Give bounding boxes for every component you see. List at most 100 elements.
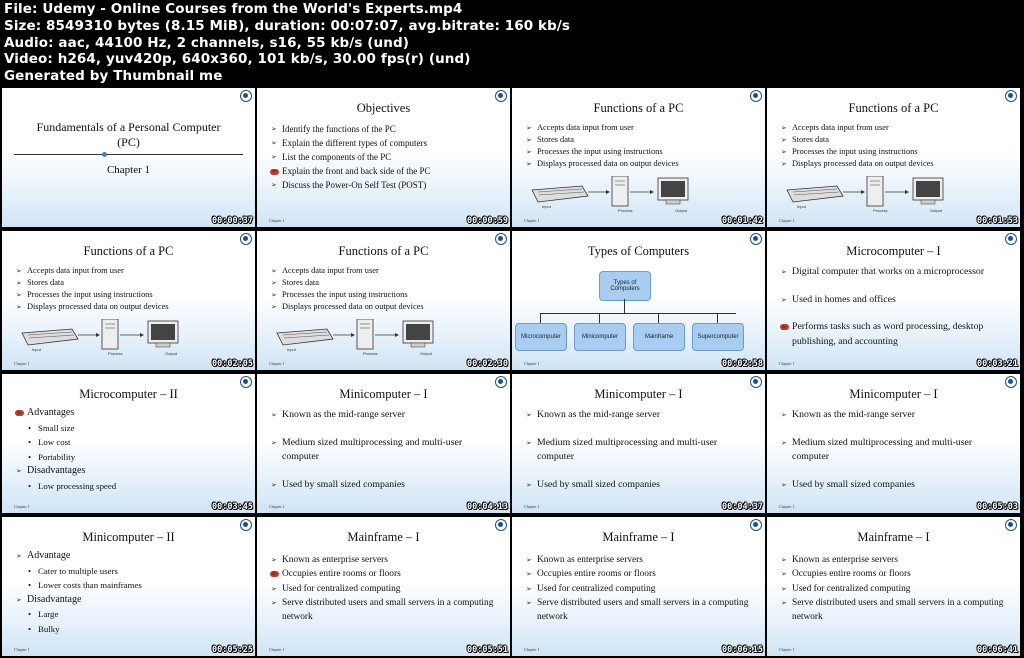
keyboard-icon — [786, 185, 844, 203]
bullet-text: Explain the front and back side of the P… — [282, 166, 431, 176]
slide-title: Types of Computers — [587, 244, 690, 258]
bullet-item: Accepts data input from user — [16, 265, 245, 277]
bullet-item: Medium sized multiprocessing and multi-u… — [526, 436, 755, 465]
bullet-item: Explain the front and back side of the P… — [270, 164, 500, 178]
slide-footer-left: Chapter 1 — [14, 361, 30, 366]
slide-footer-right: Slide 3 of 23 — [724, 218, 745, 223]
bullet-item: Used by small sized companies — [781, 478, 1010, 493]
slide-title: Minicomputer – I — [849, 387, 938, 401]
slide-footer-right: Slide 4 of 23 — [724, 361, 745, 366]
bullet-text: List the components of the PC — [282, 152, 392, 162]
timestamp-label: 00:00:37 — [212, 216, 253, 226]
slide-footer-right: Slide 3 of 23 — [979, 218, 1000, 223]
bullet-text: Accepts data input from user — [537, 123, 634, 132]
thumbnail: Minicomputer – IIAdvantageCater to multi… — [2, 517, 255, 656]
bullet-text: Digital computer that works on a micropr… — [792, 266, 985, 277]
bullet-text: Displays processed data on output device… — [27, 302, 169, 311]
bullet-text: Accepts data input from user — [792, 123, 889, 132]
timestamp-label: 00:05:03 — [977, 502, 1018, 512]
logo-icon — [240, 233, 252, 245]
bullet-text: Advantages — [27, 407, 75, 418]
slide-footer-right: Slide 6 of 23 — [214, 504, 235, 509]
slide-title: Functions of a PC — [338, 244, 429, 258]
thumbnail: Minicomputer – IKnown as the mid-range s… — [257, 374, 510, 513]
slide-footer-right: Slide 9 of 23 — [979, 647, 1000, 652]
bullet-text: Processes the input using instructions — [27, 290, 153, 299]
pc-diagram-svg — [531, 175, 689, 207]
bullet-list: Known as the mid-range serverMedium size… — [526, 408, 755, 505]
bullet-text: Disadvantage — [27, 593, 82, 605]
bullet-list: Known as enterprise serversOccupies enti… — [270, 553, 500, 624]
bullet-text: Performs tasks such as word processing, … — [792, 321, 984, 347]
logo-icon — [750, 519, 762, 531]
slide-footer-right: Slide 9 of 23 — [724, 647, 745, 652]
types-root-box: Types of Computers — [599, 271, 651, 301]
bullet-text: Processes the input using instructions — [792, 147, 918, 156]
timestamp-label: 00:05:25 — [212, 645, 253, 655]
slide-title: Functions of a PC — [83, 244, 174, 258]
slide-footer-left: Chapter 1 — [269, 647, 285, 652]
slide-title: Microcomputer – II — [79, 387, 178, 401]
slide-footer-right: Slide 3 of 23 — [214, 361, 235, 366]
slide-footer-right: Slide 7 of 23 — [724, 504, 745, 509]
bullet-item: Processes the input using instructions — [271, 289, 500, 301]
logo-icon — [1005, 376, 1017, 388]
file-name-text: File: Udemy - Online Courses from the Wo… — [4, 1, 463, 17]
bullet-text: Identify the functions of the PC — [282, 124, 396, 134]
bullet-text: Used by small sized companies — [282, 478, 405, 490]
thumbnail: Mainframe – IKnown as enterprise servers… — [767, 517, 1020, 656]
slide-footer-left: Chapter 1 — [524, 647, 540, 652]
bullet-item: Explain the different types of computers — [271, 136, 500, 150]
keyboard-icon — [21, 328, 79, 346]
bullet-text: Serve distributed users and small server… — [282, 597, 494, 623]
bullet-heading: Disadvantages — [16, 464, 245, 479]
bullet-text: Known as the mid-range server — [282, 409, 405, 420]
monitor-icon — [402, 320, 434, 348]
bullet-item: Accepts data input from user — [271, 265, 500, 277]
slide-footer-right: Slide 8 of 23 — [214, 647, 235, 652]
logo-icon — [495, 233, 507, 245]
generator-text: Generated by Thumbnail me — [4, 68, 223, 84]
timestamp-label: 00:01:53 — [977, 216, 1018, 226]
bullet-item: Displays processed data on output device… — [526, 158, 755, 170]
timestamp-label: 00:02:58 — [722, 359, 763, 369]
slide-footer-left: Chapter 1 — [524, 361, 540, 366]
bullet-text: Serve distributed users and small server… — [792, 597, 1004, 623]
pc-diagram-svg — [276, 318, 434, 350]
bullet-text: Displays processed data on output device… — [792, 159, 934, 168]
bullet-text: Medium sized multiprocessing and multi-u… — [792, 436, 973, 463]
bullet-text: Stores data — [282, 278, 319, 287]
timestamp-label: 00:04:13 — [467, 502, 508, 512]
keyboard-icon — [276, 328, 334, 346]
bullet-item: Used for centralized computing — [271, 582, 500, 597]
diagram-label-output: Output — [420, 351, 433, 356]
diagram-label-process: Process — [618, 208, 633, 213]
slide-title: Fundamentals of a Personal Computer(PC) — [2, 120, 255, 150]
thumbnail: Functions of a PCAccepts data input from… — [767, 88, 1020, 227]
bullet-text: Used for centralized computing — [792, 583, 911, 594]
logo-icon — [750, 233, 762, 245]
thumbnail: Mainframe – IKnown as enterprise servers… — [512, 517, 765, 656]
sub-bullet-item: Low processing speed — [16, 479, 245, 494]
logo-icon — [495, 376, 507, 388]
diagram-label-input: Input — [32, 347, 41, 352]
connector-line — [540, 313, 736, 314]
bullet-list: AdvantagesSmall sizeLow costPortabilityD… — [15, 406, 245, 494]
types-child-box: Minicomputer — [574, 323, 626, 351]
bullet-text: Stores data — [792, 135, 829, 144]
bullet-text: Stores data — [537, 135, 574, 144]
slide-footer-right: Slide 3 of 23 — [469, 361, 490, 366]
monitor-icon — [912, 177, 944, 205]
bullet-text: Processes the input using instructions — [282, 290, 408, 299]
bullet-item: Occupies entire rooms or floors — [270, 567, 500, 582]
bullet-item: Displays processed data on output device… — [16, 301, 245, 313]
slide-footer-left: Chapter 1 — [269, 504, 285, 509]
slide-footer-left: Chapter 1 — [14, 647, 30, 652]
bullet-list: AdvantageCater to multiple usersLower co… — [16, 549, 245, 636]
bullet-text: Known as the mid-range server — [792, 409, 915, 420]
bullet-item: Known as the mid-range server — [526, 408, 755, 423]
slide-footer-left: Chapter 1 — [524, 218, 540, 223]
sub-bullet-item: Lower costs than mainframes — [16, 578, 245, 593]
bullet-text: Displays processed data on output device… — [537, 159, 679, 168]
